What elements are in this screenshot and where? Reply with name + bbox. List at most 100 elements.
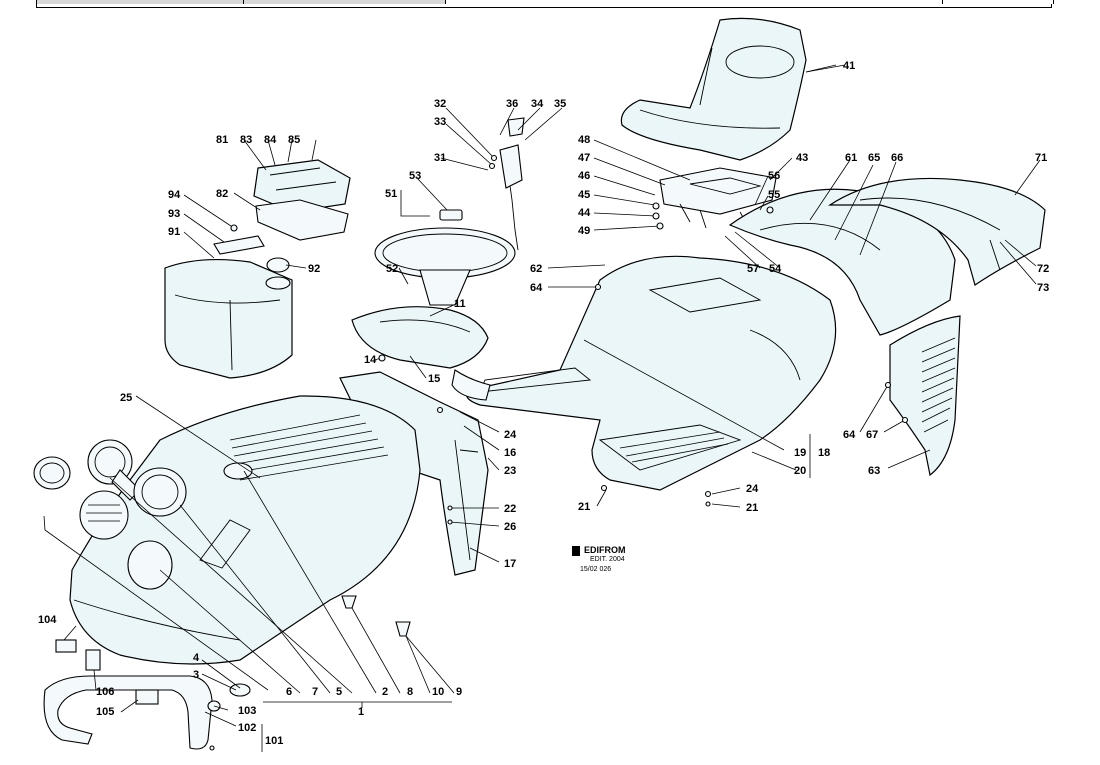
label-18: 18 xyxy=(818,447,830,459)
label-94: 94 xyxy=(168,189,181,201)
label-32: 32 xyxy=(434,98,446,110)
dash-panel-part xyxy=(351,306,491,401)
label-23: 23 xyxy=(504,465,516,477)
label-3: 3 xyxy=(193,669,199,681)
fuel-tank-part xyxy=(164,258,293,379)
side-panel-part xyxy=(889,315,961,477)
header-cell-2 xyxy=(244,0,446,4)
label-105: 105 xyxy=(96,706,114,718)
logo-subtext: EDIT. 2004 xyxy=(590,556,625,563)
bumper-bracket-left-part xyxy=(55,639,77,653)
label-24-left: 24 xyxy=(504,429,517,441)
label-9: 9 xyxy=(456,686,462,698)
label-71: 71 xyxy=(1035,152,1047,164)
label-10: 10 xyxy=(432,686,444,698)
seat-part xyxy=(620,17,807,161)
callout-labels: 41 43 48 47 46 45 44 49 56 55 61 65 66 7… xyxy=(38,60,1049,747)
label-53: 53 xyxy=(409,170,421,182)
fuel-cap-part xyxy=(266,257,290,273)
label-72: 72 xyxy=(1037,263,1049,275)
rear-fender-part xyxy=(728,188,956,336)
label-44: 44 xyxy=(578,207,591,219)
label-11: 11 xyxy=(454,298,466,310)
label-17: 17 xyxy=(504,558,516,570)
label-62: 62 xyxy=(530,263,542,275)
label-6: 6 xyxy=(286,686,292,698)
bumper-bracket-right-part xyxy=(135,689,159,705)
header-cell-3 xyxy=(942,0,1054,4)
rear-cover-part xyxy=(828,177,1046,286)
label-82: 82 xyxy=(216,188,228,200)
label-5: 5 xyxy=(336,686,342,698)
label-20: 20 xyxy=(794,465,806,477)
label-92: 92 xyxy=(308,263,320,275)
label-21-left: 21 xyxy=(578,501,590,513)
label-83: 83 xyxy=(240,134,252,146)
label-21-right: 21 xyxy=(746,502,758,514)
label-102: 102 xyxy=(238,722,256,734)
label-26: 26 xyxy=(504,521,516,533)
label-51: 51 xyxy=(385,188,397,200)
label-4: 4 xyxy=(193,652,200,664)
label-91: 91 xyxy=(168,226,180,238)
steering-column-part xyxy=(499,117,525,251)
header-frame xyxy=(36,0,1054,8)
label-56: 56 xyxy=(768,170,780,182)
label-85: 85 xyxy=(288,134,300,146)
label-47: 47 xyxy=(578,152,590,164)
label-25: 25 xyxy=(120,392,132,404)
lamp-part xyxy=(79,490,129,540)
label-48: 48 xyxy=(578,134,590,146)
label-31: 31 xyxy=(434,152,446,164)
label-45: 45 xyxy=(578,189,590,201)
label-41: 41 xyxy=(843,60,855,72)
label-65: 65 xyxy=(868,152,880,164)
label-64-lower: 64 xyxy=(843,429,856,441)
label-8: 8 xyxy=(407,686,413,698)
label-34: 34 xyxy=(531,98,544,110)
label-55: 55 xyxy=(768,189,780,201)
label-61: 61 xyxy=(845,152,857,164)
label-93: 93 xyxy=(168,208,180,220)
label-67: 67 xyxy=(866,429,878,441)
label-2: 2 xyxy=(382,686,388,698)
label-52: 52 xyxy=(386,263,398,275)
steering-cap-part xyxy=(439,209,463,221)
label-1: 1 xyxy=(358,706,364,718)
label-73: 73 xyxy=(1037,282,1049,294)
reference-code: 15/02 026 xyxy=(580,566,611,573)
headlight-right-part xyxy=(133,467,187,517)
bolt-part xyxy=(229,683,251,697)
chassis-cover-part xyxy=(466,255,837,491)
label-57: 57 xyxy=(747,263,759,275)
label-36: 36 xyxy=(506,98,518,110)
label-16: 16 xyxy=(504,447,516,459)
label-66: 66 xyxy=(891,152,903,164)
label-14: 14 xyxy=(364,354,377,366)
label-49: 49 xyxy=(578,225,590,237)
label-33: 33 xyxy=(434,116,446,128)
label-84: 84 xyxy=(264,134,277,146)
label-104: 104 xyxy=(38,614,57,626)
steering-wheel-part xyxy=(374,227,516,306)
bumper-bracket-part xyxy=(85,649,101,671)
publisher-logo: EDIFROM EDIT. 2004 15/02 026 xyxy=(572,545,626,573)
label-35: 35 xyxy=(554,98,566,110)
label-15: 15 xyxy=(428,373,440,385)
label-22: 22 xyxy=(504,503,516,515)
label-63: 63 xyxy=(868,465,880,477)
label-106: 106 xyxy=(96,686,114,698)
headlight-center-part xyxy=(87,439,141,501)
label-103: 103 xyxy=(238,705,256,717)
label-19: 19 xyxy=(794,447,806,459)
headlight-left-part xyxy=(33,456,71,490)
label-43: 43 xyxy=(796,152,808,164)
label-54: 54 xyxy=(769,263,782,275)
battery-part xyxy=(253,159,351,241)
battery-strap-part xyxy=(213,235,265,255)
hood-part xyxy=(69,395,421,665)
knob2-part xyxy=(395,621,411,637)
leader-lines xyxy=(43,64,1041,752)
